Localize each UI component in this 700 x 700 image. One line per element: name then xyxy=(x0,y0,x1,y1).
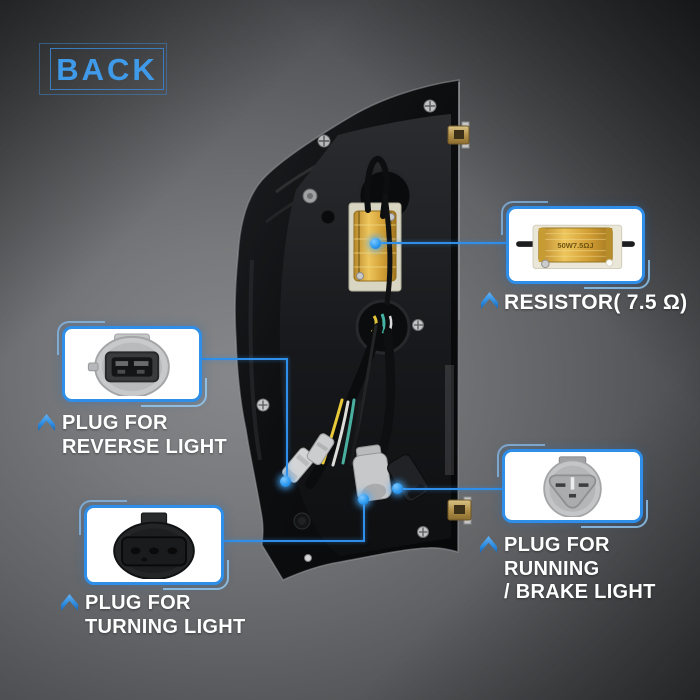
reverse-plug-callout-card xyxy=(57,321,207,407)
housing-screws xyxy=(256,99,437,562)
reverse-marker-dot xyxy=(280,476,291,487)
tail-light-back-photo xyxy=(234,79,472,582)
running-label-line2: RUNNING xyxy=(504,557,600,580)
turning-marker-dot xyxy=(358,494,369,505)
reverse-label-line2: REVERSE LIGHT xyxy=(62,435,228,458)
turning-label-line1: PLUG FOR xyxy=(85,592,191,614)
resistor-label: RESISTOR( 7.5 Ω) xyxy=(504,291,688,314)
back-view-badge: BACK xyxy=(39,43,167,95)
resistor-callout-card: 50W7.5ΩJ xyxy=(501,201,650,289)
running-plug-photo xyxy=(543,456,602,517)
up-arrow-icon xyxy=(38,414,55,431)
back-view-label: BACK xyxy=(56,51,158,87)
resistor-callout-line xyxy=(380,242,506,244)
resistor-marker-dot xyxy=(370,238,381,249)
running-marker-dot xyxy=(392,483,403,494)
running-plug-callout-card xyxy=(497,444,648,528)
up-arrow-icon xyxy=(481,292,498,309)
resistor-marking-text: 50W7.5ΩJ xyxy=(557,241,593,250)
running-brake-light-label: PLUG FOR RUNNING / BRAKE LIGHT xyxy=(504,534,656,605)
turning-label-line2: TURNING LIGHT xyxy=(85,615,246,638)
reverse-callout-line-h xyxy=(202,358,288,360)
resistor-photo: 50W7.5ΩJ xyxy=(516,224,635,270)
reverse-callout-line-v xyxy=(286,358,288,480)
reverse-plug-photo xyxy=(87,333,170,396)
turning-callout-line-h xyxy=(224,540,365,542)
reverse-light-label: PLUG FOR REVERSE LIGHT xyxy=(62,412,227,459)
running-callout-line xyxy=(400,488,502,490)
mounting-bracket-top xyxy=(447,121,470,149)
turning-light-label: PLUG FOR TURNING LIGHT xyxy=(85,592,246,639)
up-arrow-icon xyxy=(61,594,78,611)
running-label-line3: / BRAKE LIGHT xyxy=(504,581,656,603)
mounting-bracket-bottom xyxy=(447,496,472,525)
reverse-label-line1: PLUG FOR xyxy=(62,412,168,434)
turning-plug-callout-card xyxy=(79,500,229,590)
up-arrow-icon xyxy=(480,536,497,553)
running-label-line1: PLUG FOR xyxy=(504,534,610,556)
bulb-socket-hole xyxy=(355,299,411,355)
turning-plug-photo xyxy=(113,512,195,579)
turning-callout-line-v xyxy=(363,501,365,542)
